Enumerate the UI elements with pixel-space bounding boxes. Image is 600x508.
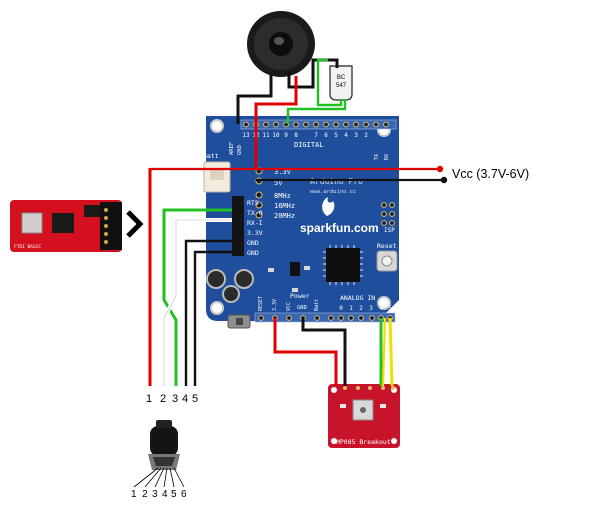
- arduino-pro-board: AREF GND 13 12 11 10 9 8 7 6 5 4 3 2 TX …: [203, 116, 399, 329]
- cable-pin-3: 3: [172, 393, 178, 405]
- pin-label-d4: 4: [344, 132, 348, 139]
- wire-bmp-yellow: [388, 317, 394, 387]
- pin-label-batt-bottom: Batt: [314, 299, 320, 311]
- atmega-chip: [323, 245, 363, 285]
- wire-speaker-gnd: [236, 75, 273, 124]
- usb-pin-5: 5: [171, 489, 177, 500]
- pin-label-d7: 7: [314, 132, 318, 139]
- usb-pin-6: 6: [181, 489, 187, 500]
- board-url: www.arduino.cc: [310, 189, 356, 195]
- pin-label-aref: AREF: [229, 142, 235, 155]
- pin-label-d8: 8: [294, 132, 298, 139]
- sparkfun-flame-icon: [322, 197, 335, 216]
- pin-label-gnd-bottom: GND: [297, 305, 307, 311]
- pin-label-d11: 11: [262, 132, 270, 139]
- bmp085-breakout: BMP085 Breakout: [328, 384, 400, 448]
- pin-label-a2: 2: [359, 305, 363, 312]
- pin-label-3v3: 3.3V: [272, 299, 278, 311]
- pin-label-d9: 9: [284, 132, 288, 139]
- digital-header-holes: [243, 121, 389, 128]
- ftdi-pin-label-gnd1: GND: [247, 239, 259, 247]
- wire-speaker-transistor: [287, 58, 339, 89]
- wires: [148, 58, 448, 387]
- insert-arrow: [126, 210, 144, 238]
- ftdi-pin-label-3v3: 3.3V: [247, 229, 263, 237]
- cable-pin-4: 4: [182, 393, 188, 405]
- sparkfun-brand: sparkfun.com: [300, 221, 379, 235]
- pin-label-a3: 3: [369, 305, 373, 312]
- ftdi-pin-label-rts: RTS: [247, 199, 259, 207]
- transistor-label-line1: BC: [337, 75, 346, 81]
- board-model: Arduino Pro: [310, 177, 363, 186]
- label-5v-jumper: 5V: [274, 179, 283, 187]
- ftdi-board-label: FTDI BASIC: [14, 244, 41, 250]
- transistor-label-line2: 547: [336, 83, 347, 89]
- usb-pin-1: 1: [131, 489, 137, 500]
- batt-connector-label: Batt: [203, 152, 219, 160]
- wire-bmp-red: [273, 318, 338, 386]
- wire-speaker-vcc: [254, 76, 298, 170]
- label-3v3-jumper: 3.3V: [274, 168, 292, 176]
- wire-bmp-black: [301, 318, 347, 386]
- usb-pin-2: 2: [142, 489, 148, 500]
- usb-mini-connector-icon: [133, 420, 185, 488]
- wire-transistor-base: [286, 99, 347, 124]
- pin-label-reset: RESET: [258, 296, 264, 311]
- capacitors: [206, 269, 254, 303]
- pin-label-a1: 1: [349, 305, 353, 312]
- supply-voltage-label: Vcc (3.7V-6V): [452, 167, 529, 181]
- cable-pin-2: 2: [160, 393, 166, 405]
- pin-label-a4: 4: [379, 305, 383, 312]
- speaker: [247, 11, 315, 77]
- ftdi-pin-label-rx: RX-I: [247, 219, 263, 227]
- pin-label-rx: RX: [384, 154, 390, 160]
- wire-transistor-d8: [316, 58, 343, 107]
- pin-label-d13: 13: [242, 132, 250, 139]
- transistor-bc547: BC 547: [329, 65, 353, 101]
- isp-header: [381, 202, 395, 226]
- digital-label: DIGITAL: [294, 141, 324, 149]
- reset-label: Reset: [377, 242, 397, 250]
- pin-label-d3: 3: [354, 132, 358, 139]
- isp-label: ISP: [384, 227, 395, 234]
- pin-label-vcc: VCC: [286, 302, 292, 311]
- pin-label-gnd-top: GND: [237, 145, 243, 155]
- label-8mhz: 8MHz: [274, 192, 291, 200]
- ftdi-pin-label-gnd2: GND: [247, 249, 259, 257]
- usb-pin-3: 3: [152, 489, 158, 500]
- pin-label-d5: 5: [334, 132, 338, 139]
- analog-label: ANALOG IN: [340, 294, 375, 302]
- power-label: Power: [290, 292, 310, 300]
- pin-label-tx: TX: [374, 154, 380, 160]
- ftdi-header: [232, 196, 244, 256]
- pin-label-d6: 6: [324, 132, 328, 139]
- pin-label-d10: 10: [272, 132, 280, 139]
- cable-pin-5: 5: [192, 393, 198, 405]
- label-16mhz: 16MHz: [274, 202, 295, 210]
- pin-label-a5: 5: [388, 305, 392, 312]
- wire-ftdi-black: [184, 239, 232, 386]
- ftdi-pin-label-tx: TX-0: [247, 209, 263, 217]
- ftdi-basic-board: FTDI BASIC: [10, 200, 122, 252]
- wire-ftdi-green: [162, 208, 232, 386]
- label-20mhz: 20MHz: [274, 212, 295, 220]
- pin-label-d2: 2: [364, 132, 368, 139]
- usb-pin-4: 4: [162, 489, 168, 500]
- sensor-label: BMP085 Breakout: [332, 438, 391, 446]
- cable-pin-1: 1: [146, 393, 152, 405]
- pin-label-a0: 0: [339, 305, 343, 312]
